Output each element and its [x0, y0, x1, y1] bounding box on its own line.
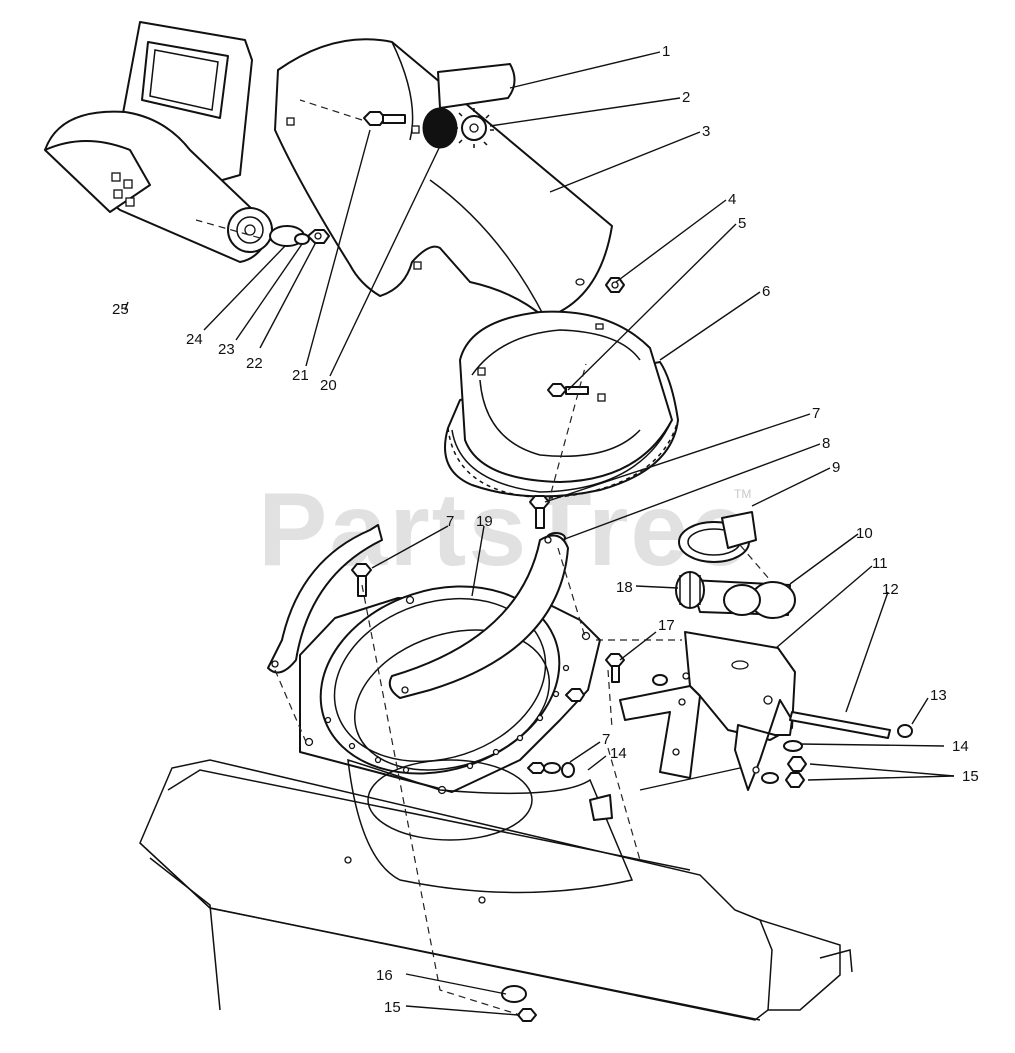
callout-24: 24 [186, 331, 203, 348]
pinion-part-18 [675, 571, 705, 609]
callout-17: 17 [658, 617, 675, 634]
callout-14-right: 14 [952, 738, 969, 755]
callout-11: 11 [872, 555, 888, 572]
callout-1: 1 [662, 43, 670, 60]
bolt-part-7-lower [527, 762, 575, 778]
star-washer-part-2 [454, 108, 494, 148]
callout-10: 10 [856, 525, 873, 542]
clamp-tab [565, 688, 585, 702]
callout-20: 20 [320, 377, 337, 394]
upper-chute-part-3 [274, 38, 613, 319]
washer-part-16 [501, 985, 527, 1003]
chute-ring-gear-part-6 [444, 310, 679, 499]
base-plate-holes [304, 595, 591, 795]
cap-part-13 [897, 724, 913, 738]
callout-4: 4 [728, 191, 736, 208]
callout-3: 3 [702, 123, 710, 140]
callout-7-upper: 7 [812, 405, 820, 422]
bracket-part-11 [619, 631, 796, 791]
gear-part-9 [678, 511, 757, 563]
callout-9: 9 [832, 459, 840, 476]
clamp-strip-part-8-right [388, 534, 569, 699]
deflector-bolt-holes [111, 172, 135, 207]
deflector-hub [227, 207, 273, 253]
callout-14-lower: 14 [610, 745, 627, 762]
bolt-part-21 [363, 111, 406, 126]
callout-5: 5 [738, 215, 746, 232]
callout-19: 19 [476, 513, 493, 530]
callout-13: 13 [930, 687, 947, 704]
nut-part-15-c [517, 1008, 537, 1022]
bolt-part-7-left [351, 563, 372, 597]
seal-part-20 [422, 107, 458, 149]
label-plate-part-1 [437, 63, 516, 109]
callout-12: 12 [882, 581, 899, 598]
callout-21: 21 [292, 367, 309, 384]
bolt-part-5 [547, 383, 589, 397]
callout-8: 8 [822, 435, 830, 452]
callout-25: 25 [112, 301, 129, 318]
clamp-strip-part-7-left [267, 524, 383, 674]
callout-6: 6 [762, 283, 770, 300]
watermark-trademark: TM [734, 487, 751, 501]
shaft-part-12 [789, 711, 891, 739]
auger-housing [139, 758, 853, 1021]
callout-16: 16 [376, 967, 393, 984]
leader-lines [124, 51, 955, 1016]
washer-part-15 [761, 772, 779, 784]
callout-18: 18 [616, 579, 633, 596]
callout-22: 22 [246, 355, 263, 372]
nut-part-15-b [785, 772, 805, 788]
nut-part-15-a [787, 756, 807, 772]
callout-15-bottom: 15 [384, 999, 401, 1016]
bolt-part-17 [605, 653, 668, 686]
callout-labels: 1 2 3 4 5 6 7 8 9 10 11 12 13 14 15 7 19… [112, 43, 979, 1016]
callout-7-lower: 7 [602, 731, 610, 748]
worm-shaft-part-10 [689, 579, 796, 619]
washer-part-14 [783, 740, 803, 752]
callout-15-right: 15 [962, 768, 979, 785]
callout-7-left: 7 [446, 513, 454, 530]
washer-part-23 [294, 233, 310, 245]
callout-2: 2 [682, 89, 690, 106]
callout-23: 23 [218, 341, 235, 358]
chute-deflector-part-25 [44, 21, 273, 263]
alignment-lines [195, 99, 771, 1016]
